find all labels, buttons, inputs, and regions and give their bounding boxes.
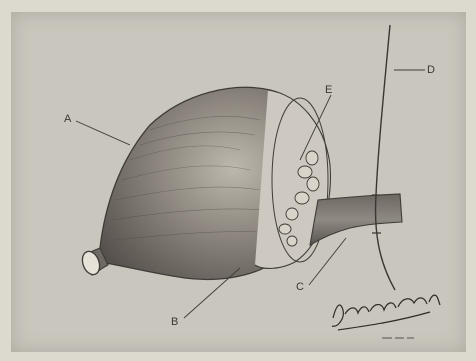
label-d: D <box>427 64 435 76</box>
label-c: C <box>296 281 304 293</box>
duct <box>310 194 402 245</box>
label-b: B <box>171 316 179 328</box>
label-a: A <box>64 113 72 125</box>
artist-signature <box>332 295 440 338</box>
thread-d <box>376 25 395 290</box>
label-e: E <box>325 84 333 96</box>
